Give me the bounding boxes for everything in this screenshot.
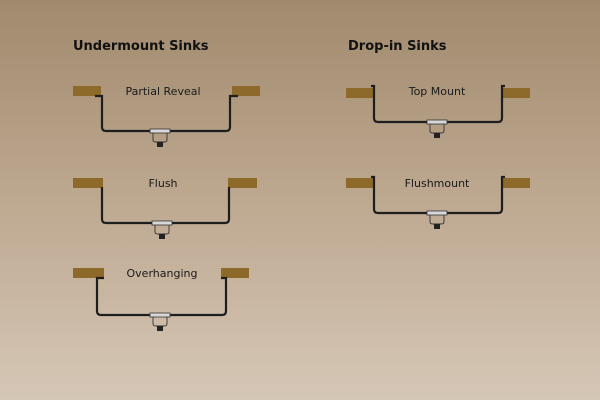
- flush-counter-left: [73, 178, 103, 188]
- overhanging-counter-left: [73, 268, 104, 278]
- top-mount-counter-right: [502, 88, 530, 98]
- top-mount-drain-nut: [434, 133, 440, 138]
- overhanging-counter-right: [221, 268, 249, 278]
- flush-drain-basket: [154, 225, 170, 235]
- partial-reveal-counter-left: [73, 86, 101, 96]
- overhanging-sink-basin: [95, 276, 228, 317]
- flush-counter-right: [228, 178, 257, 188]
- flush-drain-nut: [159, 234, 165, 239]
- overhanging-drain-flange: [149, 312, 171, 318]
- partial-reveal-drain-nut: [157, 142, 163, 147]
- flushmount-drain-basket: [429, 215, 445, 225]
- undermount-heading: Undermount Sinks: [73, 39, 209, 54]
- flushmount-drain-flange: [426, 210, 448, 216]
- dropin-heading: Drop-in Sinks: [348, 39, 447, 54]
- label-partial-reveal: Partial Reveal: [125, 85, 200, 98]
- partial-reveal-counter-right: [232, 86, 260, 96]
- label-overhanging: Overhanging: [127, 267, 198, 280]
- label-flush: Flush: [148, 177, 177, 190]
- flush-sink-basin: [100, 187, 231, 225]
- partial-reveal-drain-basket: [152, 133, 168, 143]
- flush-drain-flange: [151, 220, 173, 226]
- top-mount-drain-basket: [429, 124, 445, 134]
- overhanging-drain-nut: [157, 326, 163, 331]
- flushmount-drain-nut: [434, 224, 440, 229]
- top-mount-drain-flange: [426, 119, 448, 125]
- flushmount-counter-left: [346, 178, 374, 188]
- flushmount-counter-right: [502, 178, 530, 188]
- partial-reveal-sink-basin: [95, 94, 238, 133]
- label-top-mount: Top Mount: [408, 85, 466, 98]
- top-mount-counter-left: [346, 88, 374, 98]
- overhanging-drain-basket: [152, 317, 168, 327]
- label-flushmount: Flushmount: [405, 177, 470, 190]
- partial-reveal-drain-flange: [149, 128, 171, 134]
